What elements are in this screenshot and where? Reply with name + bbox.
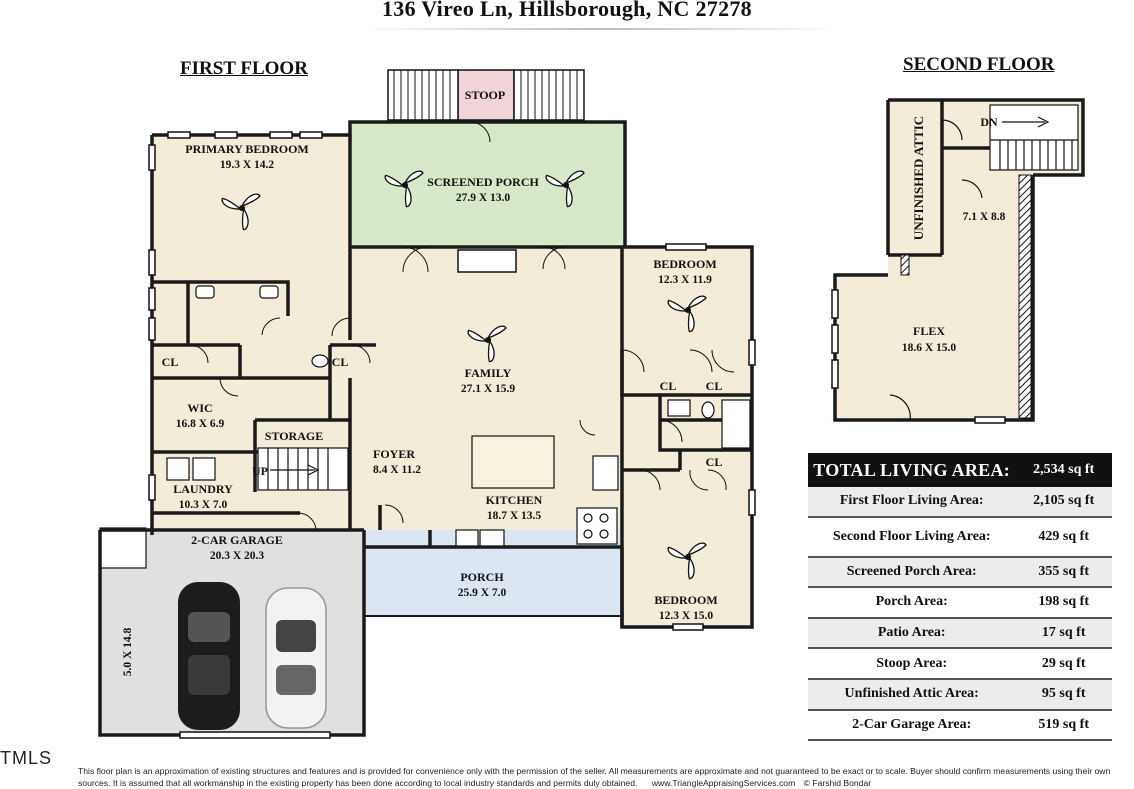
room-label-bedroom-3: BEDROOM [654, 593, 717, 607]
closet-label: CL [660, 379, 677, 393]
disclaimer-body: This floor plan is an approximation of e… [78, 766, 1111, 788]
area-value: 519 sq ft [1015, 709, 1112, 742]
room-dims-landing: 7.1 X 8.8 [963, 211, 1006, 223]
area-label: Porch Area: [808, 587, 1016, 619]
unfinished-attic-area [894, 103, 942, 253]
total-living-area-label: TOTAL LIVING AREA: [808, 453, 1016, 487]
room-dims-primary-bedroom: 19.3 X 14.2 [220, 159, 275, 171]
patio-area [99, 527, 147, 569]
room-label-flex: FLEX [913, 324, 945, 338]
area-row: 2-Car Garage Area: 519 sq ft [808, 709, 1112, 742]
area-value: 355 sq ft [1015, 556, 1112, 589]
black-car-icon [178, 582, 240, 730]
area-label: First Floor Living Area: [808, 487, 1016, 518]
windows [148, 131, 756, 739]
room-dims-screened-porch: 27.9 X 13.0 [456, 192, 511, 204]
room-dims-kitchen: 18.7 X 13.5 [487, 510, 542, 522]
total-living-area-row: TOTAL LIVING AREA: 2,534 sq ft [808, 453, 1112, 487]
room-label-porch: PORCH [460, 570, 504, 584]
area-row: Unfinished Attic Area: 95 sq ft [808, 678, 1112, 711]
area-row: Porch Area: 198 sq ft [808, 587, 1112, 619]
area-value: 429 sq ft [1015, 516, 1112, 558]
room-label-garage: 2-CAR GARAGE [191, 533, 283, 547]
closet-label: CL [706, 455, 723, 469]
room-label-bedroom-2: BEDROOM [653, 257, 716, 271]
second-floor-windows [831, 289, 1006, 424]
room-dims-bedroom-2: 12.3 X 11.9 [658, 274, 712, 286]
room-label-wic: WIC [187, 401, 212, 415]
area-value: 2,105 sq ft [1015, 487, 1112, 518]
area-value: 17 sq ft [1015, 617, 1112, 650]
area-label: Stoop Area: [808, 648, 1016, 680]
room-dims-garage: 20.3 X 20.3 [210, 550, 265, 562]
area-row: Stoop Area: 29 sq ft [808, 648, 1112, 680]
room-label-unfinished-attic: UNFINISHED ATTIC [911, 116, 926, 240]
room-dims-wic: 16.8 X 6.9 [176, 418, 225, 430]
area-value: 198 sq ft [1015, 587, 1112, 619]
room-dims-garage-side: 5.0 X 14.8 [122, 627, 134, 676]
area-row: Second Floor Living Area: 429 sq ft [808, 516, 1112, 558]
room-label-foyer: FOYER [373, 447, 415, 461]
room-dims-family: 27.1 X 15.9 [461, 383, 516, 395]
first-floor-heading: FIRST FLOOR [180, 58, 308, 79]
area-label: Second Floor Living Area: [808, 516, 1016, 558]
room-label-stoop: STOOP [465, 88, 505, 102]
mls-watermark: TMLS [0, 748, 53, 768]
total-living-area-value: 2,534 sq ft [1015, 453, 1112, 487]
area-label: Patio Area: [808, 617, 1016, 650]
area-row: Patio Area: 17 sq ft [808, 617, 1112, 650]
area-row: Screened Porch Area: 355 sq ft [808, 556, 1112, 589]
second-floor-stairs [889, 104, 1079, 421]
area-value: 29 sq ft [1015, 648, 1112, 680]
attic-hatched-wall-right [1018, 174, 1032, 419]
room-label-primary-bedroom: PRIMARY BEDROOM [185, 142, 308, 156]
room-label-laundry: LAUNDRY [173, 482, 233, 496]
area-label: Unfinished Attic Area: [808, 678, 1016, 711]
closet-label: CL [162, 355, 179, 369]
area-label: Screened Porch Area: [808, 556, 1016, 589]
page-title: 136 Vireo Ln, Hillsborough, NC 27278 [382, 0, 752, 21]
room-label-screened-porch: SCREENED PORCH [427, 175, 539, 189]
room-dims-foyer: 8.4 X 11.2 [373, 464, 421, 476]
second-floor-heading: SECOND FLOOR [903, 54, 1055, 75]
first-floor-stairs [257, 447, 349, 491]
stoop-steps-right [513, 69, 585, 121]
footer-website: www.TriangleAppraisingServices.com [651, 778, 796, 788]
stairs-down-label: DN [980, 115, 998, 129]
family-area [350, 247, 622, 547]
footer-credit: © Farshid Bondar [803, 778, 872, 788]
room-label-family: FAMILY [465, 366, 512, 380]
area-row: First Floor Living Area: 2,105 sq ft [808, 487, 1112, 518]
stoop-steps-left [387, 69, 459, 121]
closet-label: CL [332, 355, 349, 369]
room-dims-bedroom-3: 12.3 X 15.0 [659, 610, 714, 622]
fixtures [166, 285, 751, 547]
stairs-up-label: UP [252, 464, 268, 478]
room-dims-laundry: 10.3 X 7.0 [179, 499, 228, 511]
title-underline [360, 28, 840, 30]
area-label: 2-Car Garage Area: [808, 709, 1016, 742]
disclaimer-text: This floor plan is an approximation of e… [78, 765, 1134, 789]
room-dims-flex: 18.6 X 15.0 [902, 342, 957, 354]
room-dims-porch: 25.9 X 7.0 [458, 587, 507, 599]
closet-label: CL [706, 379, 723, 393]
room-label-storage: STORAGE [265, 429, 323, 443]
second-floor-walls [833, 98, 1085, 422]
white-car-icon [265, 587, 327, 729]
area-summary-table: TOTAL LIVING AREA: 2,534 sq ft First Flo… [808, 453, 1112, 742]
area-value: 95 sq ft [1015, 678, 1112, 711]
door-swings [189, 121, 735, 532]
room-label-kitchen: KITCHEN [486, 493, 543, 507]
attic-hatched-wall-left [900, 254, 910, 276]
